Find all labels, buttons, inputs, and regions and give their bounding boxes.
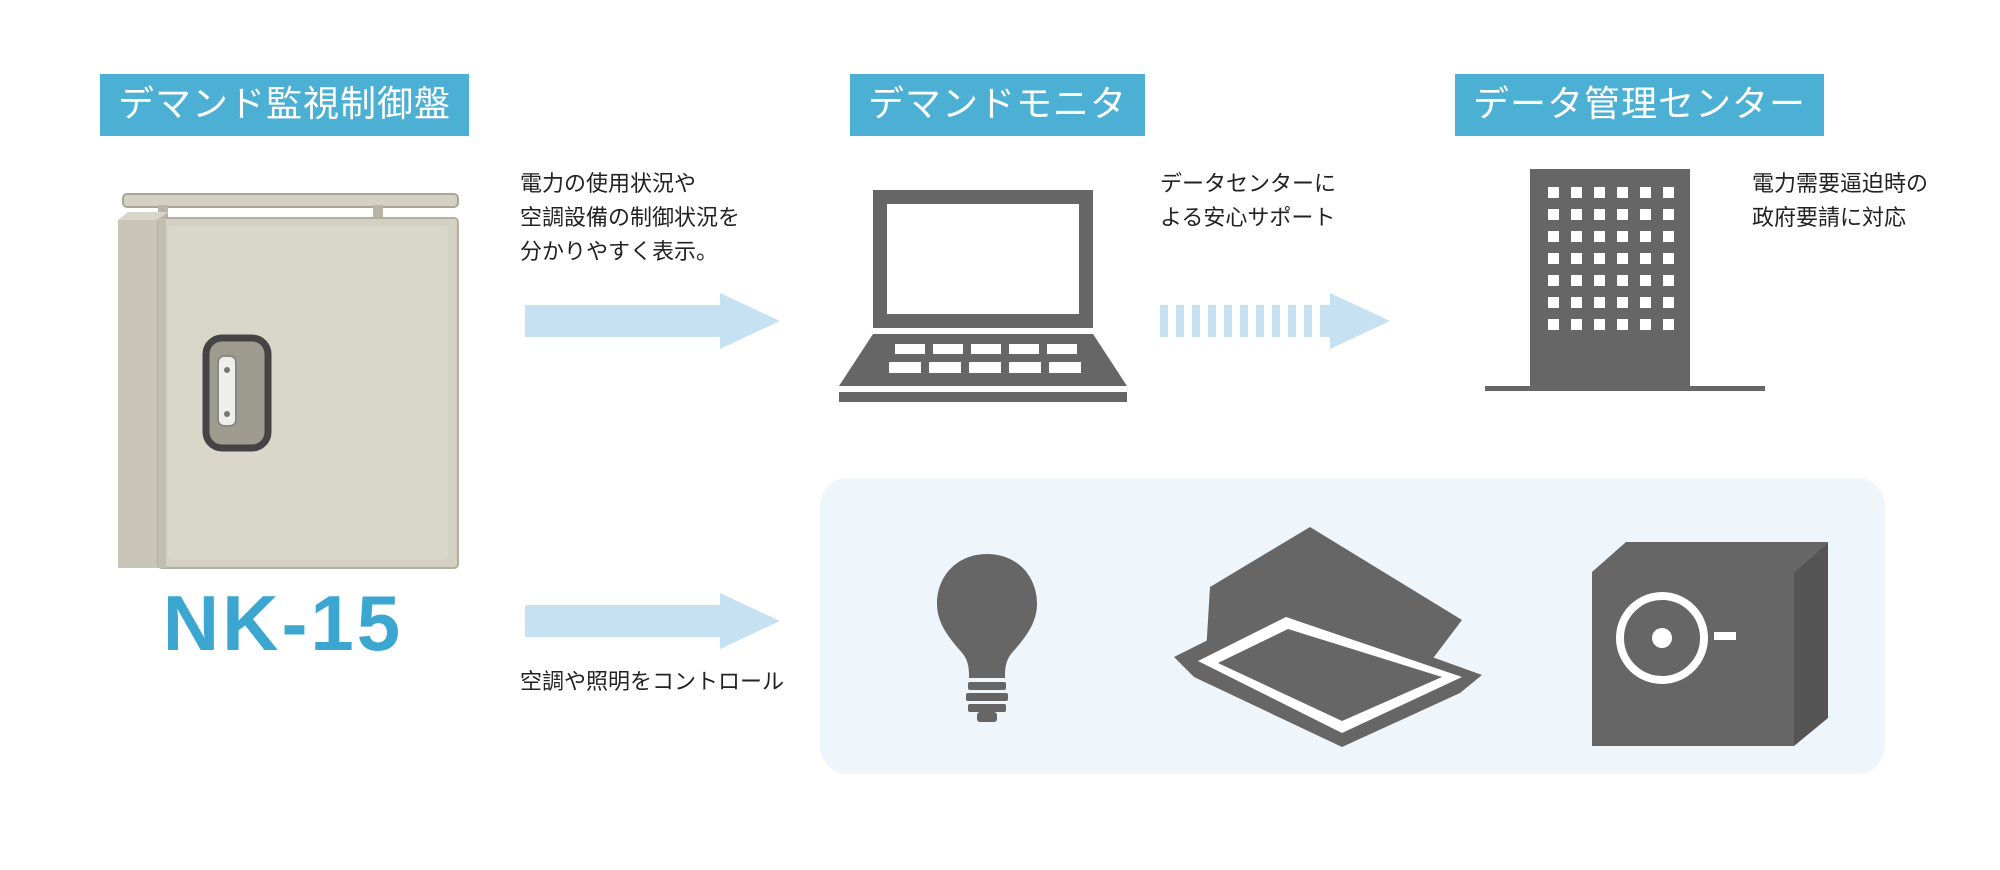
- building-window: [1548, 297, 1559, 308]
- building-icon: [1485, 169, 1765, 391]
- building-window: [1663, 187, 1674, 198]
- building-window: [1640, 319, 1651, 330]
- building-window: [1571, 231, 1582, 242]
- building-window: [1594, 297, 1605, 308]
- building-window: [1663, 231, 1674, 242]
- building-window: [1548, 253, 1559, 264]
- building-window: [1594, 319, 1605, 330]
- building-window: [1594, 253, 1605, 264]
- datacenter-description: データセンターに よる安心サポート: [1160, 168, 1336, 236]
- building-window: [1571, 319, 1582, 330]
- building-window: [1571, 253, 1582, 264]
- model-number: NK-15: [162, 579, 404, 667]
- building-window: [1640, 209, 1651, 220]
- dashed-arrow-right-icon: [1160, 293, 1390, 349]
- building-window: [1640, 297, 1651, 308]
- building-window: [1617, 209, 1628, 220]
- building-window: [1548, 187, 1559, 198]
- building-window: [1663, 253, 1674, 264]
- label-monitor: デマンドモニタ: [850, 74, 1146, 136]
- building-window: [1571, 187, 1582, 198]
- government-description: 電力需要逼迫時の 政府要請に対応: [1752, 168, 1928, 236]
- laptop-icon: [839, 190, 1127, 402]
- building-window: [1617, 231, 1628, 242]
- label-datacenter: データ管理センター: [1455, 74, 1825, 136]
- building-window: [1594, 209, 1605, 220]
- building-window: [1617, 253, 1628, 264]
- arrow-right-icon: [525, 293, 780, 349]
- control-cabinet-icon: [118, 193, 459, 569]
- building-window: [1663, 319, 1674, 330]
- control-description: 空調や照明をコントロール: [520, 670, 785, 695]
- building-window: [1594, 187, 1605, 198]
- building-window: [1571, 297, 1582, 308]
- outdoor-ac-unit-icon: [1592, 542, 1828, 746]
- building-window: [1617, 275, 1628, 286]
- monitor-description-line-1: 電力の使用状況や: [520, 172, 697, 197]
- building-window: [1617, 319, 1628, 330]
- monitor-description: 電力の使用状況や 空調設備の制御状況を 分かりやすく表示。: [520, 168, 740, 270]
- arrow-right-icon: [525, 593, 780, 649]
- government-description-line-1: 電力需要逼迫時の: [1752, 172, 1929, 197]
- building-window: [1640, 187, 1651, 198]
- ceiling-air-conditioner-icon: [1174, 527, 1482, 747]
- building-window: [1617, 187, 1628, 198]
- label-controller: デマンド監視制御盤: [100, 74, 470, 136]
- building-window: [1663, 275, 1674, 286]
- monitor-description-line-3: 分かりやすく表示。: [520, 240, 719, 265]
- monitor-description-line-2: 空調設備の制御状況を: [520, 206, 741, 231]
- building-window: [1594, 275, 1605, 286]
- government-description-line-2: 政府要請に対応: [1752, 206, 1907, 231]
- building-window: [1663, 209, 1674, 220]
- building-window: [1640, 275, 1651, 286]
- building-window: [1548, 275, 1559, 286]
- building-window: [1663, 297, 1674, 308]
- building-window: [1548, 319, 1559, 330]
- building-window: [1548, 209, 1559, 220]
- light-bulb-icon: [937, 554, 1037, 722]
- building-window: [1640, 253, 1651, 264]
- building-window: [1594, 231, 1605, 242]
- building-window: [1571, 275, 1582, 286]
- datacenter-description-line-1: データセンターに: [1160, 172, 1337, 197]
- building-window: [1617, 297, 1628, 308]
- building-window: [1571, 209, 1582, 220]
- building-window: [1548, 231, 1559, 242]
- datacenter-description-line-2: よる安心サポート: [1160, 206, 1336, 231]
- building-window: [1640, 231, 1651, 242]
